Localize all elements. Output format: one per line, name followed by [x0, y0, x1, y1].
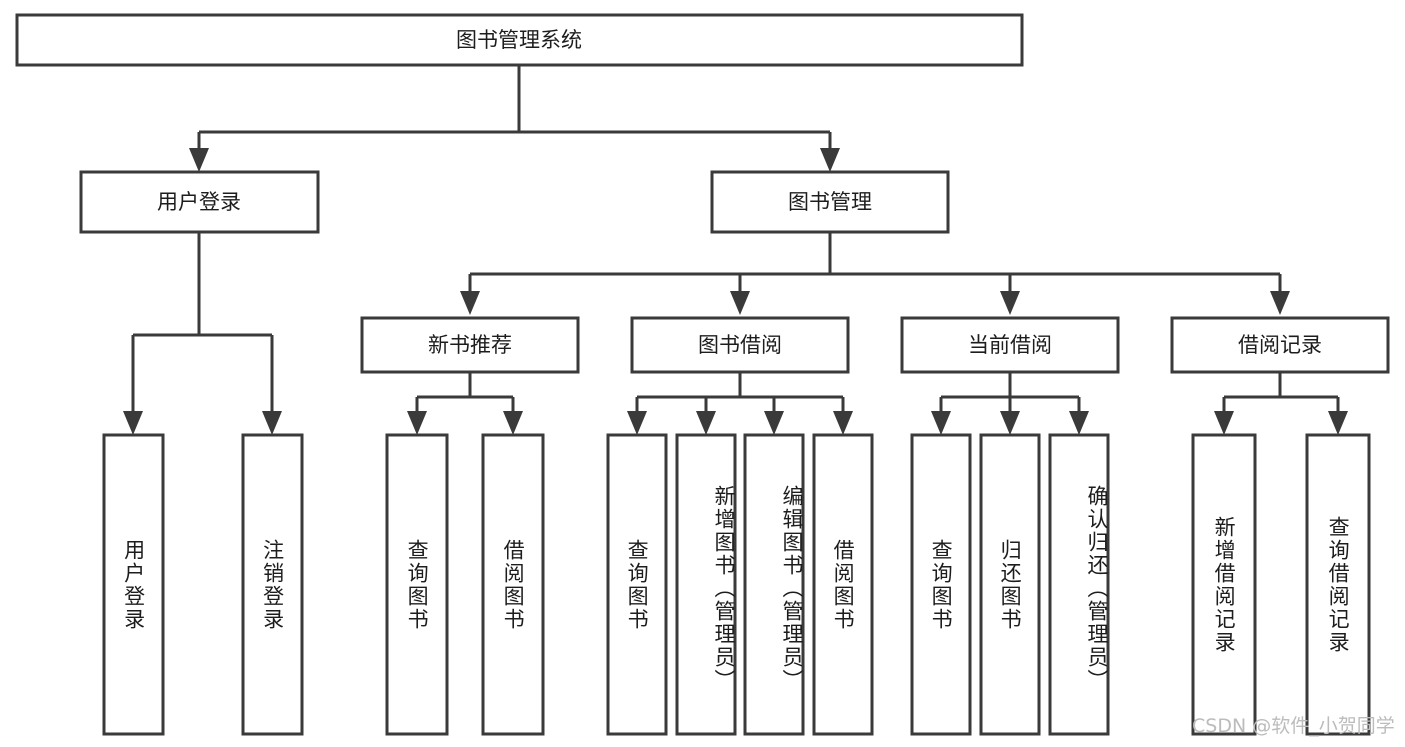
- leaf-box-cb-confirm-return[interactable]: [1048, 433, 1110, 736]
- arrow-br-leaf2: [1328, 411, 1348, 435]
- node-root[interactable]: 图书管理系统: [15, 13, 1024, 67]
- arrow-bb-leaf4: [833, 411, 853, 435]
- leaf-box-br-add-record[interactable]: [1191, 433, 1257, 736]
- arrow-to-book-borrow: [730, 291, 750, 315]
- watermark-label: CSDN @软件_小贺同学: [1192, 715, 1395, 737]
- arrow-nbr-leaf1: [407, 411, 427, 435]
- leaf-box-nbr-query-book[interactable]: [385, 433, 449, 736]
- node-book-borrow-label: 图书借阅: [698, 333, 782, 357]
- arrow-cb-leaf3: [1069, 411, 1089, 435]
- arrow-bb-leaf2: [696, 411, 716, 435]
- node-user-login-label: 用户登录: [157, 190, 241, 214]
- node-user-login[interactable]: 用户登录: [79, 170, 320, 234]
- arrow-root-to-user-login: [189, 148, 209, 172]
- arrow-bb-leaf1: [627, 411, 647, 435]
- node-book-management[interactable]: 图书管理: [710, 170, 950, 234]
- node-current-borrow-box: [900, 316, 1120, 374]
- leaf-box-user-login-login[interactable]: [102, 433, 165, 736]
- leaf-box-br-query-record[interactable]: [1305, 433, 1371, 736]
- leaf-box-nbr-borrow-book[interactable]: [481, 433, 545, 736]
- node-current-borrow-label: 当前借阅: [968, 333, 1052, 357]
- leaf-box-user-login-logout[interactable]: [241, 433, 304, 736]
- leaf-box-bb-borrow-book[interactable]: [812, 433, 874, 736]
- node-root-label: 图书管理系统: [456, 28, 582, 52]
- node-new-book-recommend[interactable]: 新书推荐: [360, 316, 580, 374]
- leaf-box-bb-edit-book[interactable]: [743, 433, 805, 736]
- leaf-box-bb-add-book[interactable]: [675, 433, 737, 736]
- arrow-to-borrow-record: [1270, 291, 1290, 315]
- arrow-user-login-leaf2: [262, 411, 282, 435]
- node-current-borrow[interactable]: 当前借阅: [900, 316, 1120, 374]
- arrow-nbr-leaf2: [503, 411, 523, 435]
- node-borrow-record-label: 借阅记录: [1238, 333, 1322, 357]
- arrow-bb-leaf3: [764, 411, 784, 435]
- arrow-user-login-leaf1: [123, 411, 143, 435]
- node-borrow-record[interactable]: 借阅记录: [1170, 316, 1390, 374]
- node-new-book-recommend-label: 新书推荐: [428, 333, 512, 357]
- arrow-to-new-book-rec: [460, 291, 480, 315]
- node-new-book-recommend-box: [360, 316, 580, 374]
- node-book-borrow[interactable]: 图书借阅: [630, 316, 850, 374]
- node-borrow-record-box: [1170, 316, 1390, 374]
- leaf-box-bb-query-book[interactable]: [606, 433, 668, 736]
- node-book-management-box: [710, 170, 950, 234]
- arrow-cb-leaf2: [1000, 411, 1020, 435]
- arrow-root-to-book-mgmt: [820, 148, 840, 172]
- leaf-box-cb-query-book[interactable]: [910, 433, 972, 736]
- node-book-borrow-box: [630, 316, 850, 374]
- node-book-management-label: 图书管理: [788, 190, 872, 214]
- arrow-cb-leaf1: [931, 411, 951, 435]
- leaf-box-cb-return-book[interactable]: [979, 433, 1041, 736]
- node-root-box: [15, 13, 1024, 67]
- arrow-br-leaf1: [1214, 411, 1234, 435]
- arrow-to-current-borrow: [1000, 291, 1020, 315]
